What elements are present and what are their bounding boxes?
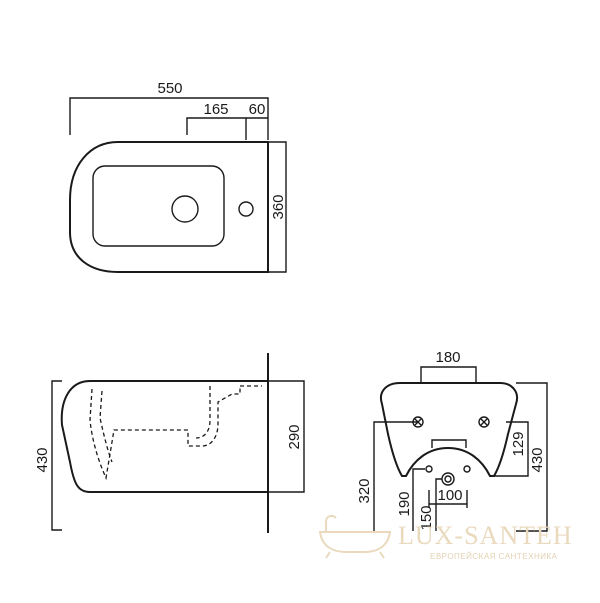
top-view: 550 165 60 360 — [69, 80, 287, 273]
dim-line-360 — [268, 141, 287, 273]
dim-label-100: 100 — [437, 487, 462, 504]
top-outline — [69, 141, 269, 273]
rear-view: 180 430 129 320 190 150 100 — [356, 349, 548, 532]
tap-hole — [238, 201, 254, 217]
dim-label-60: 60 — [249, 101, 266, 118]
dim-label-320: 320 — [356, 478, 373, 503]
rear-outline — [380, 382, 518, 477]
dim-line-100 — [428, 490, 468, 508]
dim-line-165 — [186, 117, 247, 140]
rear-slot — [431, 439, 467, 448]
rear-drain — [441, 472, 455, 486]
watermark-tagline: ЕВРОПЕЙСКАЯ САНТЕХНИКА — [430, 552, 558, 561]
dim-line-rear-430 — [516, 382, 548, 532]
top-bowl — [92, 165, 225, 247]
dim-label-180: 180 — [435, 349, 460, 366]
side-pipe-dashed — [195, 386, 211, 439]
water-inlet-hole — [425, 465, 433, 473]
dim-line-150 — [435, 478, 442, 531]
dim-label-190: 190 — [396, 491, 413, 516]
water-inlet-hole-right — [463, 465, 471, 473]
dim-line-290 — [268, 380, 305, 493]
drain-hole — [171, 195, 199, 223]
dim-line-129 — [494, 421, 529, 477]
dim-label-side-430: 430 — [34, 447, 51, 472]
dim-line-550 — [69, 97, 269, 140]
dim-label-150: 150 — [418, 505, 435, 530]
watermark-brand: LUX-SANTEH — [398, 521, 573, 550]
fixing-hole-right — [478, 416, 490, 428]
dim-line-190 — [412, 468, 425, 531]
side-cavity-dashed — [89, 386, 241, 481]
dim-line-side-430 — [51, 380, 62, 531]
side-view: 430 290 — [34, 353, 305, 533]
dim-label-360: 360 — [270, 194, 287, 219]
bathtub-icon — [318, 514, 392, 559]
dim-label-129: 129 — [510, 431, 527, 456]
fixing-hole-right-cross — [480, 418, 488, 426]
dim-line-320 — [373, 421, 418, 531]
dim-label-rear-430: 430 — [529, 447, 546, 472]
dim-label-290: 290 — [286, 424, 303, 449]
dim-label-550: 550 — [157, 80, 182, 97]
watermark: LUX-SANTEH ЕВРОПЕЙСКАЯ САНТЕХНИКА — [318, 514, 573, 561]
side-cavity-dashed-inner — [99, 390, 113, 463]
rear-drain-inner — [444, 475, 452, 483]
side-outline — [60, 380, 268, 493]
dim-label-165: 165 — [203, 101, 228, 118]
dim-line-180 — [420, 366, 477, 383]
